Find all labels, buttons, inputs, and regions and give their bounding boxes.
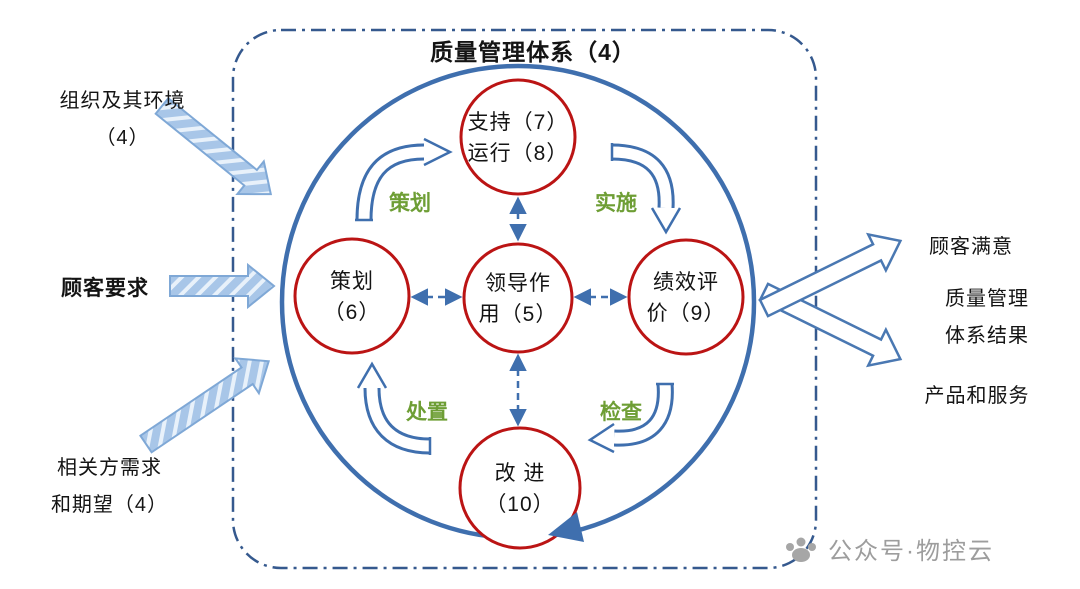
output-label-qms-results: 质量管理 体系结果 [912,281,1062,355]
circle-performance-evaluation [627,238,745,356]
input-label-interested-parties: 相关方需求 和期望（4） [22,450,197,524]
pdca-label-do: 实施 [595,192,637,215]
input-line: 组织及其环境 [59,90,186,112]
pdca-arrow-check [587,382,674,454]
node-improvement: 改 进 （10） [445,458,595,520]
input-label-context: 组织及其环境 （4） [25,83,220,157]
circle-planning [293,237,411,355]
output-line: 质量管理 [945,288,1029,310]
circle-support-operation [459,78,577,196]
input-arrow-context [154,96,273,196]
watermark: 公众号·物控云 [784,531,994,566]
node-support-operation: 支持（7） 运行（8） [443,107,593,169]
cycle-direction-arrowhead [548,512,584,542]
output-fork-arrow-down [758,282,903,368]
pdca-arrow-plan [355,137,453,222]
output-fork-arrow-up [758,232,903,318]
paw-icon [786,537,816,562]
node-line: 支持（7） [467,111,569,134]
watermark-text: 公众号·物控云 [828,538,994,565]
pdca-label-act: 处置 [406,401,448,424]
pdca-arrow-act [356,361,432,455]
node-planning: 策划 （6） [277,266,427,328]
input-label-customer-requirements: 顾客要求 [61,277,149,300]
input-line: （4） [95,127,150,149]
input-arrow-parties [139,357,271,454]
input-arrow-customer [169,262,276,310]
output-label-customer-satisfaction: 顾客满意 [929,236,1013,258]
node-line: 价（9） [646,302,726,325]
pdca-label-plan: 策划 [389,192,431,215]
node-line: 领导作 [485,272,551,295]
node-line: 策划 [330,270,374,293]
input-line: 相关方需求 [57,457,162,479]
node-line: 绩效评 [653,271,719,294]
qms-boundary-box [231,28,818,570]
node-line: （10） [485,493,555,516]
node-line: 改 进 [494,462,546,485]
circle-leadership [462,242,574,354]
output-line: 体系结果 [945,325,1029,347]
circle-improvement [458,426,582,550]
node-line: （6） [323,301,381,324]
pdca-arrow-do [610,143,682,235]
node-leadership: 领导作 用（5） [443,268,593,330]
input-line: 和期望（4） [50,494,169,516]
node-line: 运行（8） [467,142,569,165]
node-performance-evaluation: 绩效评 价（9） [611,267,761,329]
output-label-products-services: 产品和服务 [924,385,1030,407]
node-line: 用（5） [478,303,558,326]
pdca-label-check: 检查 [600,401,642,424]
diagram-title: 质量管理体系（4） [430,39,636,65]
